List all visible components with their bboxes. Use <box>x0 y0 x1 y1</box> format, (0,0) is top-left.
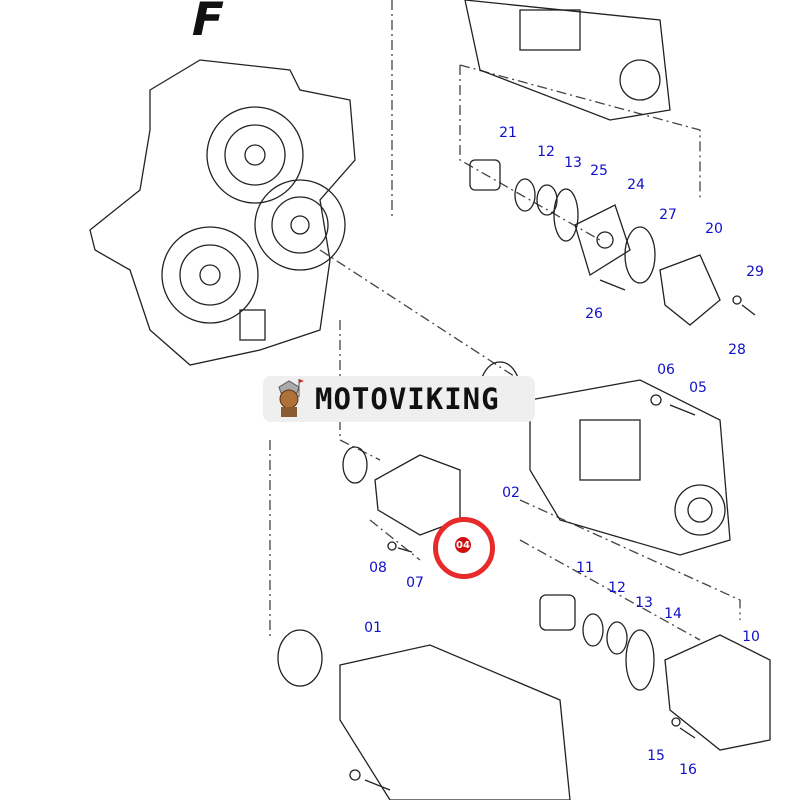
part-label-08[interactable]: 08 <box>369 560 387 576</box>
pump-top <box>464 0 671 121</box>
part-label-29[interactable]: 29 <box>746 264 764 280</box>
part-label-02[interactable]: 02 <box>502 485 520 501</box>
gearbox-housing <box>89 59 356 366</box>
part-label-12-lower[interactable]: 12 <box>608 580 626 596</box>
part-label-06[interactable]: 06 <box>657 362 675 378</box>
part-label-20[interactable]: 20 <box>705 221 723 237</box>
viking-mascot-icon <box>278 379 304 417</box>
watermark-text: MOTOVIKING <box>315 382 500 416</box>
parts-group-bottom <box>539 594 771 751</box>
leader-lines <box>269 0 741 641</box>
part-label-25[interactable]: 25 <box>590 163 608 179</box>
part-label-27[interactable]: 27 <box>659 207 677 223</box>
part-label-16[interactable]: 16 <box>679 762 697 778</box>
part-label-24[interactable]: 24 <box>627 177 645 193</box>
part-label-12[interactable]: 12 <box>537 144 555 160</box>
part-label-26[interactable]: 26 <box>585 306 603 322</box>
part-label-14[interactable]: 14 <box>664 606 682 622</box>
part-label-11[interactable]: 11 <box>576 560 594 576</box>
part-label-10[interactable]: 10 <box>742 629 760 645</box>
part-label-04-highlighted[interactable]: 04 <box>455 537 471 553</box>
part-label-05[interactable]: 05 <box>689 380 707 396</box>
part-label-15[interactable]: 15 <box>647 748 665 764</box>
parts-group-top <box>469 159 756 326</box>
part-label-07[interactable]: 07 <box>406 575 424 591</box>
highlight-circle <box>433 517 495 579</box>
part-label-13-lower[interactable]: 13 <box>635 595 653 611</box>
part-label-28[interactable]: 28 <box>728 342 746 358</box>
part-label-01[interactable]: 01 <box>364 620 382 636</box>
watermark-logo: MOTOVIKING <box>263 376 535 422</box>
pump-bottom-01 <box>277 629 571 800</box>
part-label-21[interactable]: 21 <box>499 125 517 141</box>
part-label-13[interactable]: 13 <box>564 155 582 171</box>
